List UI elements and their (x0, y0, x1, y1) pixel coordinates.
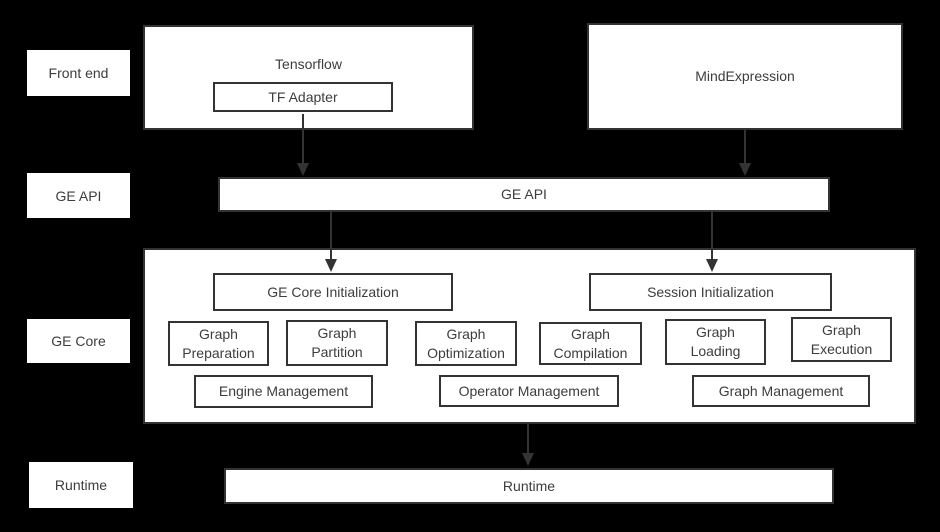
mindexpression-box: MindExpression (587, 23, 903, 130)
tensorflow-box: Tensorflow (143, 25, 474, 130)
runtime-bar: Runtime (224, 468, 834, 504)
row-label-ge-api: GE API (27, 173, 130, 218)
row-label-runtime: Runtime (29, 462, 133, 508)
arrow-ge-api-to-session-init (711, 212, 713, 259)
management-box-graph: Graph Management (692, 375, 870, 407)
row-label-ge-core: GE Core (27, 319, 130, 363)
arrow-tf-adapter-to-ge-api (302, 114, 304, 163)
session-init-box: Session Initialization (589, 273, 832, 311)
tf-adapter-box: TF Adapter (213, 82, 393, 112)
management-box-engine: Engine Management (194, 375, 373, 408)
ge-api-bar: GE API (218, 177, 830, 212)
row-label-front-end: Front end (27, 50, 130, 96)
management-box-operator: Operator Management (439, 375, 619, 407)
ge-core-box: GE Core Initialization Session Initializ… (143, 248, 916, 424)
arrow-mindexpression-to-ge-api (744, 130, 746, 163)
tensorflow-label: Tensorflow (275, 56, 342, 72)
ge-core-init-box: GE Core Initialization (213, 273, 453, 311)
arrow-ge-core-to-runtime (527, 424, 529, 453)
arrow-ge-api-to-ge-core-init (330, 212, 332, 259)
